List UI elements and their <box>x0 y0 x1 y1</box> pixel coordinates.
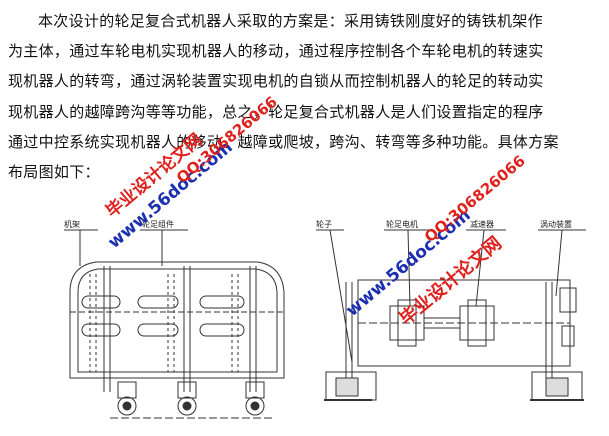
motor-core-right <box>467 299 487 347</box>
motor-core-left <box>397 299 417 347</box>
wheel-hub <box>250 401 260 411</box>
label-wheel-motor: 轮足电机 <box>386 219 418 229</box>
body-paragraph: 本次设计的轮足复合式机器人采取的方案是：采用铸铁刚度好的铸铁机架作 为主体，通过… <box>8 6 602 187</box>
paragraph-line-4: 现机器人的越障跨沟等等功能，总之，轮足复合式机器人是人们设置指定的程序 <box>8 102 544 121</box>
leader-line-worm-drop <box>555 229 563 297</box>
wheel-bracket <box>117 381 137 399</box>
layout-figures: 机架 轮足组件 轮子 轮足电机 减速器 涡动装置 <box>64 219 586 419</box>
hatch-lines <box>89 274 239 372</box>
wheel-hub <box>122 401 132 411</box>
wheel-rim <box>177 396 197 416</box>
worm-device <box>559 287 577 313</box>
leader-line-reducer-drop <box>475 229 485 307</box>
wheel-rim <box>245 396 265 416</box>
label-frame: 机架 <box>64 219 80 229</box>
label-reducer: 减速器 <box>470 219 494 229</box>
leg-post <box>103 266 111 392</box>
frame-inner-outline <box>77 268 278 373</box>
side-posts <box>345 282 553 380</box>
paragraph-line-3: 现机器人的转弯，通过涡轮装置实现电机的自锁从而控制机器人的轮足的转动实 <box>8 72 544 91</box>
wheel-hub <box>182 401 192 411</box>
wheel-left <box>335 377 359 397</box>
motor-housing-right <box>459 305 495 341</box>
frame-outline <box>69 261 285 379</box>
left-figure <box>64 229 285 419</box>
wheel-rim <box>117 396 137 416</box>
slot <box>137 323 179 337</box>
leader-line-motor-drop <box>407 229 411 307</box>
slot <box>137 295 179 309</box>
leader-line-wheel-drop <box>329 229 353 363</box>
slot <box>199 323 245 337</box>
paragraph-line-6: 布局图如下： <box>8 163 100 182</box>
leg-post <box>249 266 257 392</box>
slot <box>81 295 121 309</box>
label-worm-device: 涡动装置 <box>540 219 572 229</box>
leg-post <box>183 266 191 392</box>
wheel-right <box>545 377 569 397</box>
wheel-bracket <box>177 381 197 399</box>
paragraph-line-1: 本次设计的轮足复合式机器人采取的方案是：采用铸铁刚度好的铸铁机架作 <box>38 12 543 30</box>
wheel <box>117 381 137 416</box>
wheel-bracket <box>245 381 265 399</box>
paragraph-line-2: 为主体，通过车轮电机实现机器人的移动，通过程序控制各个车轮电机的转速实 <box>8 42 544 61</box>
slot <box>199 295 245 309</box>
slot <box>81 323 121 337</box>
paragraph-line-5: 通过中控系统实现机器人的移动、越障或爬坡，跨沟、转弯等多种功能。具体方案 <box>8 132 559 151</box>
motor-housing-left <box>389 305 425 341</box>
shaft <box>424 317 460 329</box>
right-figure <box>316 229 586 401</box>
wheel <box>245 381 265 416</box>
label-wheel: 轮子 <box>316 219 332 229</box>
wheel <box>177 381 197 416</box>
worm-device-lower <box>561 325 575 347</box>
label-wheel-leg-assembly: 轮足组件 <box>142 219 174 229</box>
